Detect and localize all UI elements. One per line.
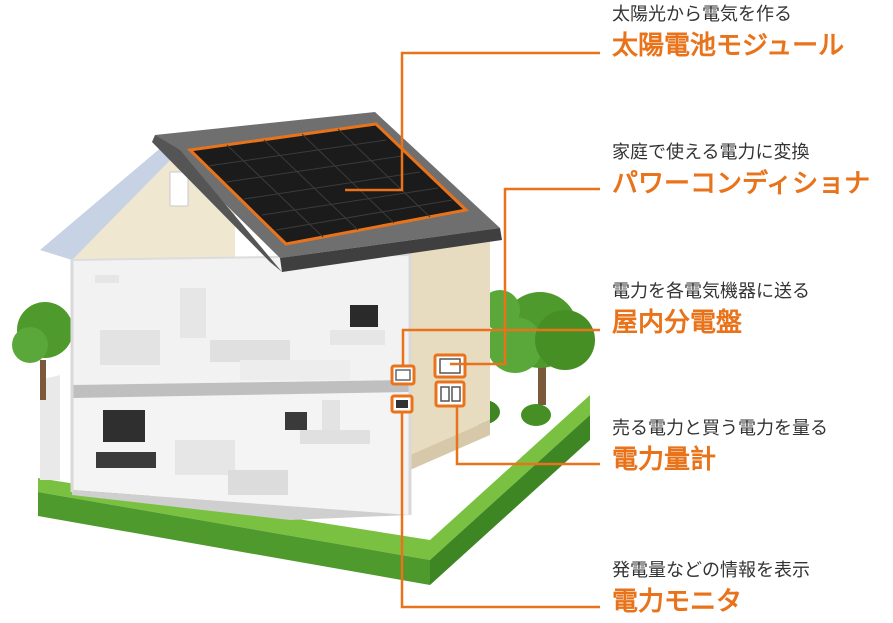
- callout-power-conditioner: 家庭で使える電力に変換 パワーコンディショナ: [612, 142, 870, 200]
- callout-description: 太陽光から電気を作る: [612, 4, 844, 26]
- callout-description: 発電量などの情報を表示: [612, 560, 810, 582]
- callout-description: 電力を各電気機器に送る: [612, 281, 810, 303]
- tree-left: [12, 302, 73, 400]
- callout-description: 家庭で使える電力に変換: [612, 142, 870, 164]
- distribution-board-box: [392, 366, 414, 384]
- tree-right: [480, 290, 595, 405]
- callout-title: 屋内分電盤: [612, 307, 810, 339]
- power-conditioner-box: [435, 355, 465, 377]
- callout-solar-module: 太陽光から電気を作る 太陽電池モジュール: [612, 4, 844, 62]
- callout-title: 電力モニタ: [612, 586, 810, 618]
- callout-distribution-board: 電力を各電気機器に送る 屋内分電盤: [612, 281, 810, 339]
- callout-title: パワーコンディショナ: [612, 168, 870, 200]
- callout-description: 売る電力と買う電力を量る: [612, 418, 828, 440]
- callout-power-monitor: 発電量などの情報を表示 電力モニタ: [612, 560, 810, 618]
- callout-power-meter: 売る電力と買う電力を量る 電力量計: [612, 418, 828, 476]
- power-meter-box: [436, 382, 464, 406]
- power-monitor-box: [392, 396, 412, 412]
- callout-title: 太陽電池モジュール: [612, 30, 844, 62]
- callout-title: 電力量計: [612, 444, 828, 476]
